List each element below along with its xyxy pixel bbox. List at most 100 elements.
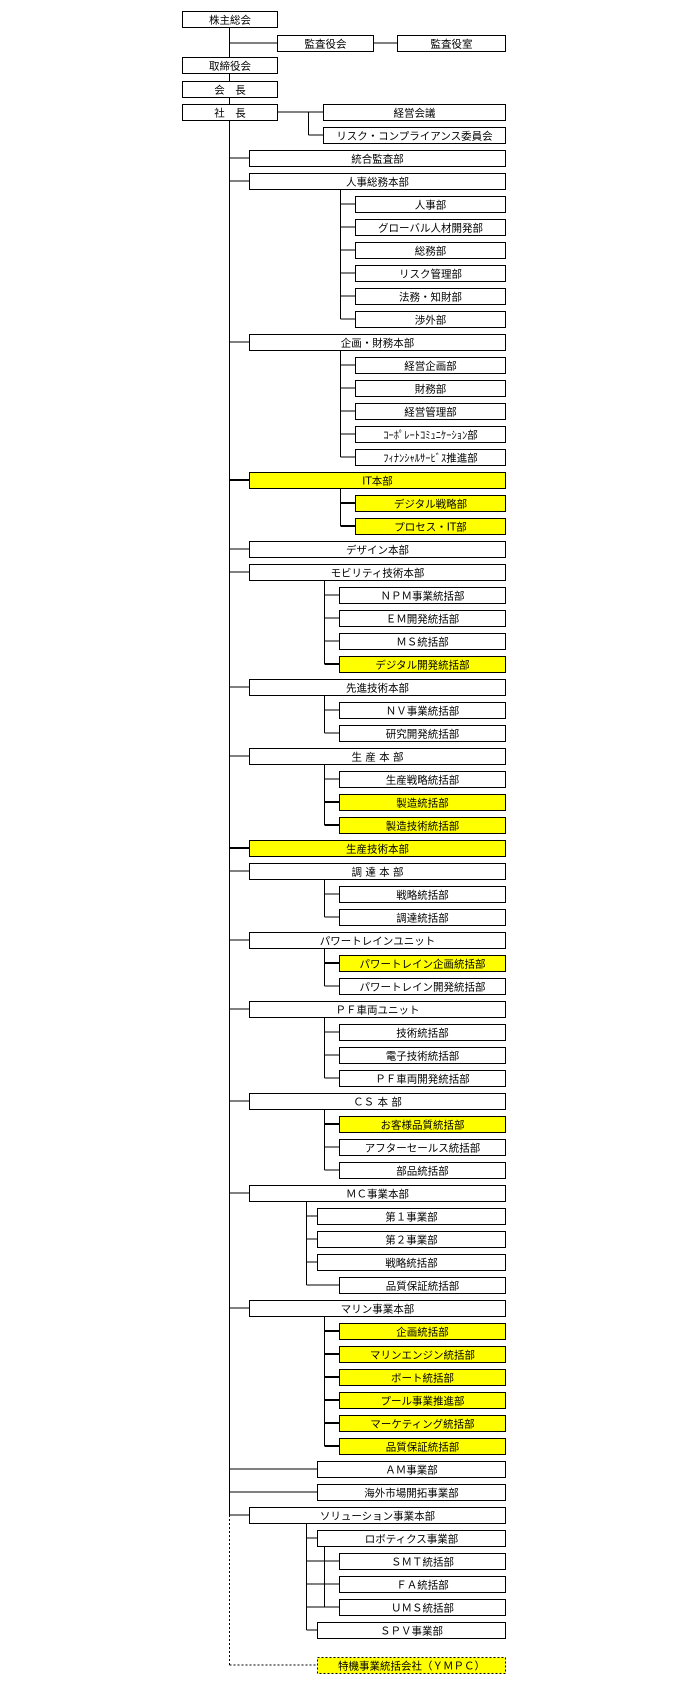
org-node-n41: 調達統括部	[339, 909, 506, 926]
org-node-box	[249, 472, 506, 489]
org-node-label: リスク・コンプライアンス委員会	[336, 130, 493, 143]
org-node-box	[339, 1162, 506, 1179]
org-node-box	[339, 1553, 506, 1570]
org-node-box	[339, 702, 506, 719]
org-node-label: リスク管理部	[399, 268, 462, 281]
org-node-box	[355, 380, 506, 397]
org-node-box	[339, 633, 506, 650]
org-node-label: デジタル戦略部	[394, 498, 467, 511]
org-node-box	[339, 1392, 506, 1409]
org-chart-nodes: 株主総会監査役会監査役室取締役会会 長社 長経営会議リスク・コンプライアンス委員…	[182, 11, 506, 1674]
org-node-n61: ボート統括部	[339, 1369, 506, 1386]
org-node-label: お客様品質統括部	[381, 1119, 465, 1132]
org-node-box	[339, 610, 506, 627]
org-node-n24: プロセス・IT部	[355, 518, 506, 535]
org-node-n69: ＳＭＴ統括部	[339, 1553, 506, 1570]
org-node-label: 監査役会	[305, 38, 347, 51]
org-node-n43: パワートレイン企画統括部	[339, 955, 506, 972]
org-node-n11: グローバル人材開発部	[355, 219, 506, 236]
org-node-label: 製造統括部	[396, 797, 449, 810]
org-node-label: ＭＳ統括部	[396, 636, 449, 649]
org-node-label: マリン事業本部	[341, 1303, 415, 1316]
org-node-n17: 経営企画部	[355, 357, 506, 374]
org-node-label: パワートレイン企画統括部	[360, 958, 486, 971]
org-node-box	[182, 81, 278, 98]
org-node-label: 取締役会	[209, 60, 251, 73]
org-node-box	[355, 426, 506, 443]
org-node-label: 渉外部	[415, 314, 447, 327]
org-node-n39: 調 達 本 部	[249, 863, 506, 880]
org-node-n44: パワートレイン開発統括部	[339, 978, 506, 995]
org-node-label: デジタル開発統括部	[375, 659, 469, 672]
org-node-box	[355, 242, 506, 259]
org-node-label: ソリューション事業本部	[320, 1510, 435, 1523]
org-node-box	[249, 748, 506, 765]
org-node-n52: 部品統括部	[339, 1162, 506, 1179]
org-node-box	[355, 288, 506, 305]
org-node-label: 第１事業部	[385, 1211, 438, 1224]
org-node-label: 戦略統括部	[396, 889, 449, 902]
org-node-box	[339, 771, 506, 788]
org-node-label: 企画統括部	[396, 1326, 449, 1339]
org-node-label: 特機事業統括会社（ＹＭＰＣ）	[338, 1660, 485, 1673]
org-node-label: 経営管理部	[404, 406, 457, 419]
org-node-box	[355, 495, 506, 512]
org-node-n1: 監査役会	[277, 35, 374, 52]
org-node-label: 社 長	[214, 107, 246, 120]
org-node-box	[339, 1415, 506, 1432]
org-chart-connectors	[229, 27, 397, 1666]
org-node-label: モビリティ技術本部	[331, 567, 425, 580]
org-node-n6: 経営会議	[323, 104, 506, 121]
org-node-label: マーケティング統括部	[370, 1418, 474, 1431]
org-node-n40: 戦略統括部	[339, 886, 506, 903]
org-node-label: 品質保証統括部	[386, 1280, 460, 1293]
org-node-box	[249, 173, 506, 190]
org-node-label: グローバル人材開発部	[378, 222, 483, 235]
org-node-box	[397, 35, 506, 52]
org-node-label: デザイン本部	[346, 544, 409, 557]
org-node-box	[182, 104, 278, 121]
org-node-n33: 研究開発統括部	[339, 725, 506, 742]
org-node-n68: ロボティクス事業部	[317, 1530, 506, 1547]
org-node-label: ＥＭ開発統括部	[386, 613, 460, 626]
org-node-n8: 統合監査部	[249, 150, 506, 167]
org-node-label: 生産技術本部	[346, 843, 409, 856]
org-node-label: 生 産 本 部	[351, 751, 403, 764]
org-node-label: プール事業推進部	[381, 1395, 465, 1408]
org-node-n45: ＰＦ車両ユニット	[249, 1001, 506, 1018]
org-node-box	[249, 1093, 506, 1110]
org-node-n66: 海外市場開拓事業部	[317, 1484, 506, 1501]
org-node-label: 製造技術統括部	[386, 820, 460, 833]
org-node-n27: ＮＰＭ事業統括部	[339, 587, 506, 604]
org-node-label: ロボティクス事業部	[365, 1533, 459, 1546]
org-node-n62: プール事業推進部	[339, 1392, 506, 1409]
org-node-n37: 製造技術統括部	[339, 817, 506, 834]
org-node-n13: リスク管理部	[355, 265, 506, 282]
org-node-label: 財務部	[415, 383, 447, 396]
org-node-label: ｺｰﾎﾟﾚｰﾄｺﾐｭﾆｹｰｼｮﾝ部	[383, 429, 478, 442]
org-node-label: ＡＭ事業部	[385, 1464, 438, 1477]
org-node-label: ＮＰＭ事業統括部	[381, 590, 465, 603]
org-node-label: 統合監査部	[351, 153, 404, 166]
org-node-box	[249, 863, 506, 880]
org-node-n4: 会 長	[182, 81, 278, 98]
org-node-n73: 特機事業統括会社（ＹＭＰＣ）	[317, 1657, 506, 1674]
org-node-label: ボート統括部	[391, 1372, 454, 1385]
org-node-label: 会 長	[214, 84, 246, 97]
org-node-label: 海外市場開拓事業部	[364, 1487, 459, 1500]
org-node-n72: ＳＰＶ事業部	[317, 1622, 506, 1639]
org-node-box	[339, 1116, 506, 1133]
org-node-box	[317, 1530, 506, 1547]
org-node-box	[355, 311, 506, 328]
org-node-label: 監査役室	[431, 38, 473, 51]
org-node-box	[249, 1185, 506, 1202]
org-node-box	[317, 1208, 506, 1225]
org-node-box	[339, 955, 506, 972]
org-node-n54: 第１事業部	[317, 1208, 506, 1225]
org-node-n56: 戦略統括部	[317, 1254, 506, 1271]
org-node-n21: ﾌｨﾅﾝｼｬﾙｻｰﾋﾞｽ推進部	[355, 449, 506, 466]
org-node-box	[277, 35, 374, 52]
org-node-n22: IT本部	[249, 472, 506, 489]
org-node-n42: パワートレインユニット	[249, 932, 506, 949]
org-node-box	[355, 403, 506, 420]
